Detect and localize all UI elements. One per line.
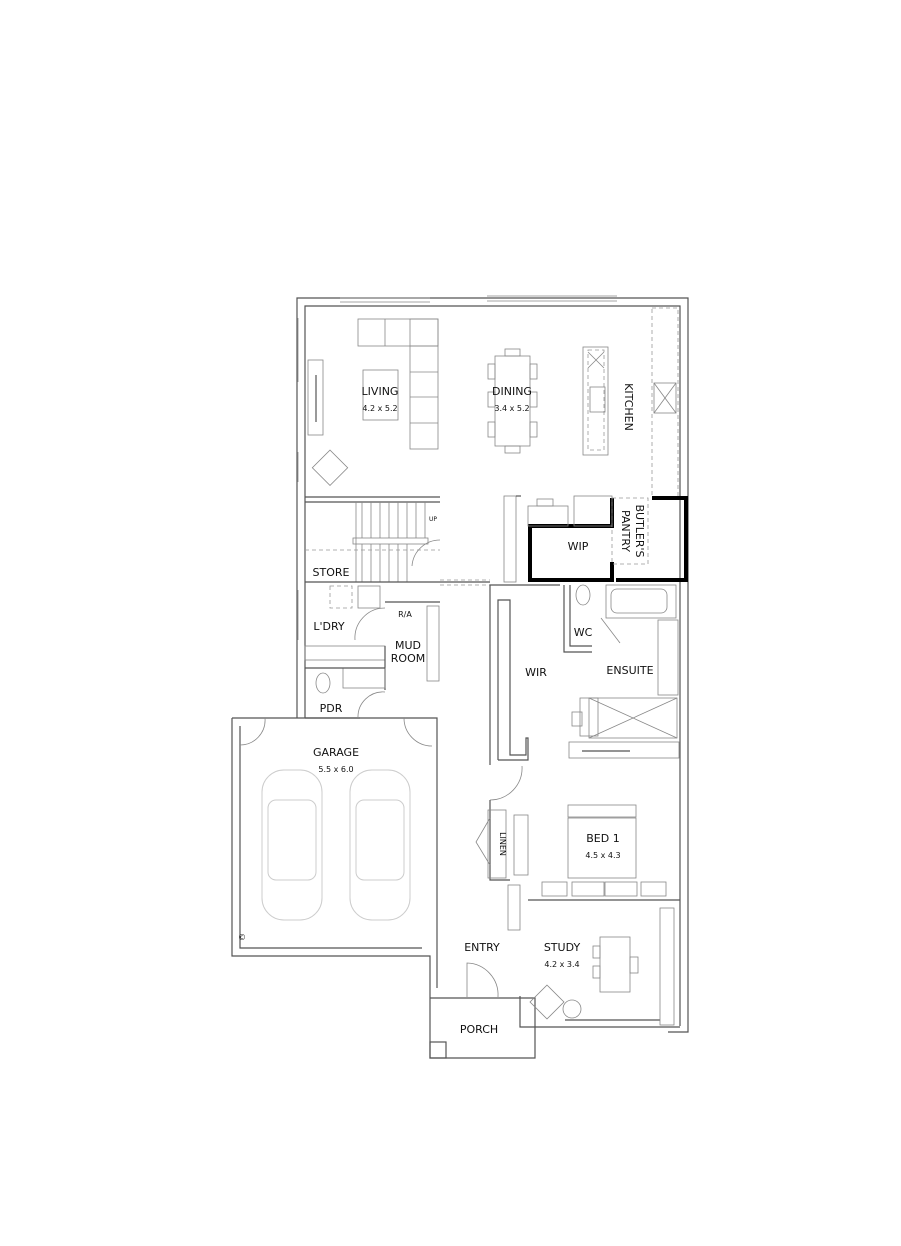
wip-label: WIP [568, 540, 589, 553]
linen-label: LINEN [498, 832, 507, 856]
garage-size: 5.5 x 6.0 [318, 765, 353, 774]
entry-study-furniture [466, 907, 675, 1026]
ra-label: R/A [398, 610, 412, 619]
dining-label: DINING [492, 385, 532, 398]
kitchen-island [582, 346, 609, 456]
pantry-label: PANTRY [619, 510, 632, 552]
garage-cars [261, 769, 411, 921]
stairs-up-label: UP [429, 516, 437, 523]
living-size: 4.2 x 5.2 [362, 404, 397, 413]
laundry-label: L'DRY [313, 620, 345, 633]
porch-label: PORCH [460, 1023, 498, 1036]
copyright-mark: © [238, 933, 246, 942]
mud-label: MUD [395, 639, 421, 652]
study-label: STUDY [544, 941, 581, 954]
dining-size: 3.4 x 5.2 [494, 404, 529, 413]
wir-label: WIR [525, 666, 547, 679]
butlers-label: BUTLER'S [633, 504, 646, 557]
room-label: ROOM [391, 652, 425, 665]
store-label: STORE [313, 566, 350, 579]
study-size: 4.2 x 3.4 [544, 960, 579, 969]
ensuite-label: ENSUITE [606, 664, 653, 677]
dining-table [487, 348, 538, 454]
kitchen-label: KITCHEN [622, 383, 635, 431]
garage-label: GARAGE [313, 746, 359, 759]
living-label: LIVING [362, 385, 399, 398]
entry-label: ENTRY [464, 941, 500, 954]
bed1-label: BED 1 [586, 832, 619, 845]
pdr-label: PDR [320, 702, 343, 715]
wc-label: WC [574, 626, 593, 639]
kitchen-bench [651, 307, 679, 499]
bed1-size: 4.5 x 4.3 [585, 851, 620, 860]
living-furniture [307, 318, 439, 486]
room-labels: LIVING 4.2 x 5.2 DINING 3.4 x 5.2 KITCHE… [238, 383, 654, 1036]
staircase [305, 496, 490, 586]
pantry-walls [503, 495, 688, 583]
service-rooms [239, 585, 440, 747]
master-suite-walls [475, 584, 680, 931]
exterior-walls [231, 295, 689, 1059]
